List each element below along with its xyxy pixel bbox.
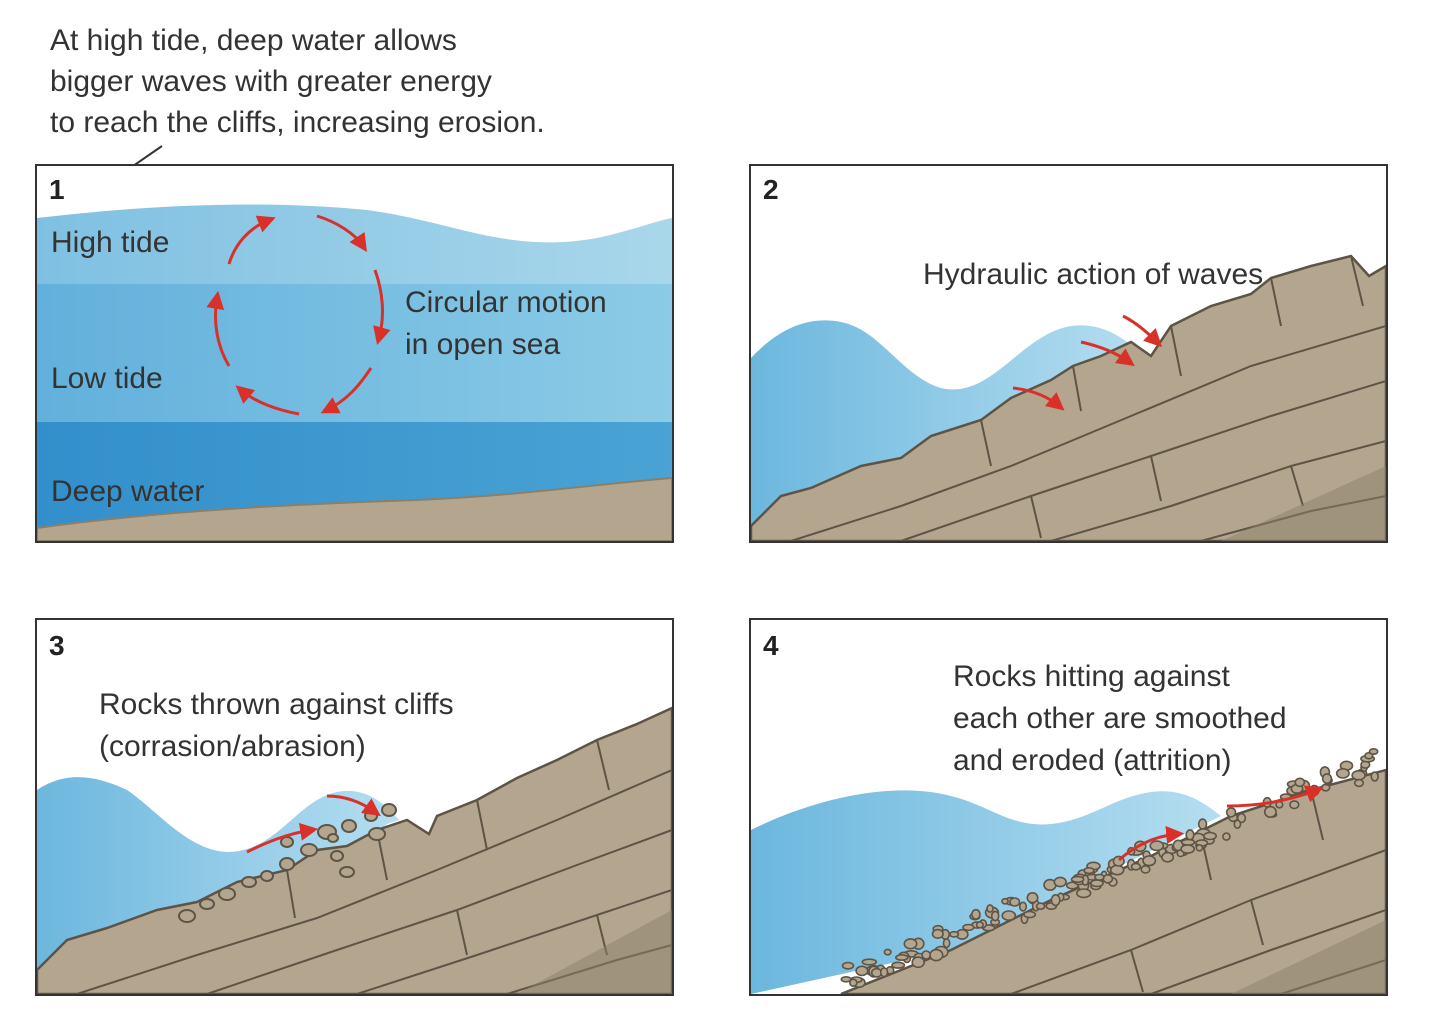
hydraulic-action-label: Hydraulic action of waves (923, 258, 1264, 291)
pebble (1023, 910, 1037, 919)
pebble (903, 938, 918, 950)
circular-motion-arrows (206, 214, 391, 416)
cliff-rock (37, 706, 672, 994)
pebble (1109, 864, 1125, 876)
pebble (971, 908, 981, 920)
attrition-label: Rocks hitting against each other are smo… (953, 660, 1287, 777)
pebble (1076, 888, 1092, 899)
pebble (1368, 748, 1379, 756)
cliff-rock (751, 254, 1386, 541)
pebble (879, 967, 889, 978)
pebble (975, 921, 984, 929)
pebble (849, 978, 858, 988)
pebble (990, 910, 1000, 922)
pebble (931, 928, 944, 940)
pebble (1018, 901, 1028, 912)
pebble (1001, 897, 1009, 905)
pebble (1035, 902, 1046, 911)
pebble (855, 965, 869, 977)
pebble (1053, 876, 1067, 888)
pebble (841, 961, 855, 970)
pebble (1222, 832, 1231, 841)
pebble (942, 938, 951, 949)
pebble (949, 930, 960, 938)
circular-motion-label: Circular motion in open sea (405, 286, 607, 361)
pebble (1083, 867, 1095, 875)
rock-strata-lines (790, 255, 1386, 541)
pebble (1130, 862, 1142, 871)
pebble (1142, 855, 1157, 867)
pebble (1294, 777, 1306, 788)
wave (751, 790, 1221, 994)
panel-3-corrasion: 3 Rocks thrown against cliffs (corrasion… (35, 618, 674, 996)
panel-1-number: 1 (49, 174, 65, 205)
pebble (1185, 829, 1195, 841)
panel-2-number: 2 (763, 174, 779, 205)
rock-strata-lines (76, 739, 672, 994)
panel-4-number: 4 (763, 630, 779, 661)
pebble (986, 904, 994, 913)
panel-2-hydraulic-action: 2 Hydraulic action of waves (749, 164, 1388, 543)
pebble (861, 958, 878, 966)
low-tide-label: Low tide (51, 362, 163, 395)
pebble (1070, 875, 1085, 884)
pebble (1335, 767, 1350, 779)
pebble (1202, 831, 1217, 841)
panel-2-illustration (751, 254, 1386, 541)
top-caption: At high tide, deep water allows bigger w… (50, 24, 545, 139)
cliff-shadow (1221, 466, 1386, 541)
cliff-shadow (517, 910, 672, 994)
pebble (1001, 910, 1017, 921)
pebble (1197, 818, 1208, 830)
low-tide-water (37, 284, 672, 424)
corrasion-arrows (246, 794, 381, 854)
pebble (1225, 807, 1237, 818)
panel-3-number: 3 (49, 630, 65, 661)
hydraulic-arrows (1012, 314, 1163, 411)
pebble (962, 923, 975, 932)
pebble (1353, 778, 1365, 788)
pebble (891, 961, 906, 969)
pebble (1090, 879, 1104, 888)
pebble (1026, 892, 1039, 904)
panel-4-illustration (751, 748, 1386, 994)
panel-4-attrition: 4 Rocks hitting against each other are s… (749, 618, 1388, 996)
cliff-shadow (1231, 920, 1386, 994)
panel-1-open-sea: 1 High tide Circular motion in open sea … (35, 164, 674, 543)
sea-floor (37, 476, 672, 541)
thrown-pebbles (178, 803, 397, 923)
deep-water-label: Deep water (51, 475, 205, 508)
pebble (1094, 873, 1105, 881)
pebble (1102, 873, 1114, 884)
panel-3-illustration (37, 706, 672, 994)
pebble (1233, 819, 1242, 829)
pebble (1195, 844, 1204, 852)
pebble (1149, 840, 1165, 852)
pebble (1140, 864, 1151, 874)
pebble (1263, 805, 1277, 818)
pebble (1370, 771, 1379, 782)
pebble (895, 953, 909, 961)
pebble (1321, 773, 1333, 785)
panel-1-illustration (37, 204, 672, 541)
pebble (1009, 897, 1021, 907)
pebble (921, 950, 932, 960)
corrasion-label: Rocks thrown against cliffs (corrasion/a… (99, 688, 454, 763)
pebble (1180, 844, 1195, 854)
pebble (911, 956, 925, 969)
pebble (1320, 783, 1331, 792)
pebble (1161, 851, 1175, 863)
pebble (1351, 770, 1366, 781)
beach-pebbles (840, 748, 1379, 988)
pebble (1289, 800, 1300, 810)
attrition-arrows (1118, 785, 1324, 862)
pebble (883, 948, 892, 956)
high-tide-label: High tide (51, 226, 170, 259)
pebble (1050, 894, 1061, 907)
pebble (929, 948, 944, 962)
